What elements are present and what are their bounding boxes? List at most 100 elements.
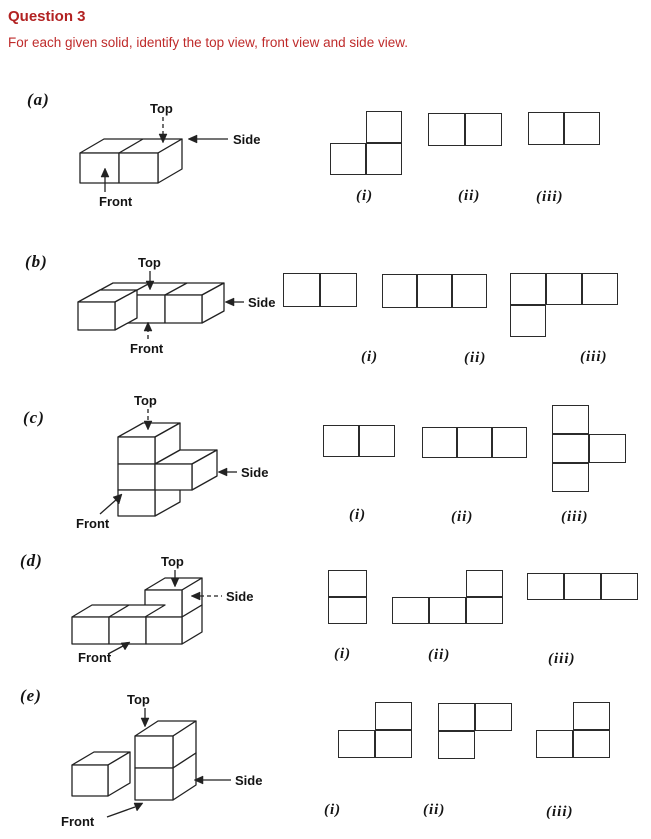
- view-cell: [366, 111, 402, 143]
- view-label: (i): [349, 507, 367, 523]
- view-cell: [546, 273, 582, 305]
- view-cell: [527, 573, 564, 600]
- view-cell: [375, 730, 412, 758]
- view-cell: [422, 427, 457, 458]
- view-label: (i): [356, 188, 374, 204]
- view-cell: [428, 113, 465, 146]
- view-label: (iii): [548, 651, 576, 667]
- front-view-label: Front: [61, 814, 95, 829]
- view-cell: [573, 702, 610, 730]
- view-cell: [528, 112, 564, 145]
- part-label-e: (e): [20, 686, 42, 705]
- view-cell: [564, 112, 600, 145]
- front-view-label: Front: [130, 341, 164, 356]
- view-cell: [466, 597, 503, 624]
- cube-assembly: [71, 720, 197, 801]
- view-label: (i): [361, 349, 379, 365]
- view-cell: [452, 274, 487, 308]
- side-view-label: Side: [248, 295, 275, 310]
- top-arrow: Top: [134, 393, 157, 431]
- cube-assembly: [117, 422, 218, 517]
- cube-assembly: [71, 577, 203, 645]
- side-arrow: Side: [217, 465, 268, 480]
- view-cell: [417, 274, 452, 308]
- solid-figure-c: Top Side Front: [76, 393, 268, 531]
- view-cell: [465, 113, 502, 146]
- top-view-label: Top: [134, 393, 157, 408]
- view-label: (i): [334, 646, 352, 662]
- solid-figure-e: Top Side Front: [61, 692, 262, 829]
- view-cell: [359, 425, 395, 457]
- view-cell: [564, 573, 601, 600]
- top-arrow: Top: [127, 692, 150, 728]
- top-arrow: Top: [138, 255, 161, 291]
- view-cell: [510, 273, 546, 305]
- view-label: (iii): [536, 189, 564, 205]
- view-cell: [320, 273, 357, 307]
- part-label-c: (c): [23, 408, 45, 427]
- side-view-label: Side: [235, 773, 262, 788]
- top-view-label: Top: [161, 554, 184, 569]
- view-cell: [510, 305, 546, 337]
- view-cell: [338, 730, 375, 758]
- view-cell: [492, 427, 527, 458]
- front-arrow: Front: [99, 167, 133, 209]
- view-cell: [466, 570, 503, 597]
- front-arrow: Front: [78, 641, 131, 665]
- side-view-label: Side: [226, 589, 253, 604]
- view-cell: [429, 597, 466, 624]
- view-cell: [573, 730, 610, 758]
- side-arrow: Side: [187, 132, 260, 147]
- view-cell: [601, 573, 638, 600]
- top-arrow: Top: [150, 101, 173, 144]
- view-cell: [536, 730, 573, 758]
- view-cell: [552, 463, 589, 492]
- side-arrow: Side: [193, 773, 262, 788]
- view-cell: [328, 597, 367, 624]
- solid-figure-d: Top Side Front: [71, 554, 253, 665]
- view-cell: [323, 425, 359, 457]
- view-cell: [382, 274, 417, 308]
- view-cell: [552, 434, 589, 463]
- view-cell: [328, 570, 367, 597]
- question-instruction: For each given solid, identify the top v…: [8, 35, 408, 50]
- front-view-label: Front: [99, 194, 133, 209]
- side-arrow: Side: [224, 295, 275, 310]
- view-label: (ii): [423, 802, 446, 818]
- view-label: (ii): [451, 509, 474, 525]
- view-cell: [438, 703, 475, 731]
- front-arrow: Front: [130, 321, 164, 356]
- part-label-a: (a): [27, 90, 50, 109]
- view-cell: [552, 405, 589, 434]
- side-view-label: Side: [233, 132, 260, 147]
- top-view-label: Top: [138, 255, 161, 270]
- front-view-label: Front: [78, 650, 112, 665]
- solid-figure-b: Top Side Front: [77, 255, 275, 356]
- view-cell: [475, 703, 512, 731]
- view-cell: [457, 427, 492, 458]
- front-arrow: Front: [76, 493, 123, 531]
- view-label: (ii): [428, 647, 451, 663]
- view-label: (ii): [464, 350, 487, 366]
- view-label: (iii): [561, 509, 589, 525]
- view-label: (iii): [580, 349, 608, 365]
- view-label: (iii): [546, 804, 574, 820]
- view-cell: [392, 597, 429, 624]
- view-cell: [582, 273, 618, 305]
- view-cell: [330, 143, 366, 175]
- top-view-label: Top: [127, 692, 150, 707]
- view-cell: [375, 702, 412, 730]
- question-title: Question 3: [8, 8, 86, 25]
- part-label-d: (d): [20, 551, 43, 570]
- solid-figure-a: Top Side Front: [79, 101, 260, 209]
- side-view-label: Side: [241, 465, 268, 480]
- front-view-label: Front: [76, 516, 110, 531]
- top-arrow: Top: [161, 554, 184, 588]
- top-view-label: Top: [150, 101, 173, 116]
- view-cell: [589, 434, 626, 463]
- view-cell: [366, 143, 402, 175]
- view-label: (ii): [458, 188, 481, 204]
- view-cell: [438, 731, 475, 759]
- view-cell: [283, 273, 320, 307]
